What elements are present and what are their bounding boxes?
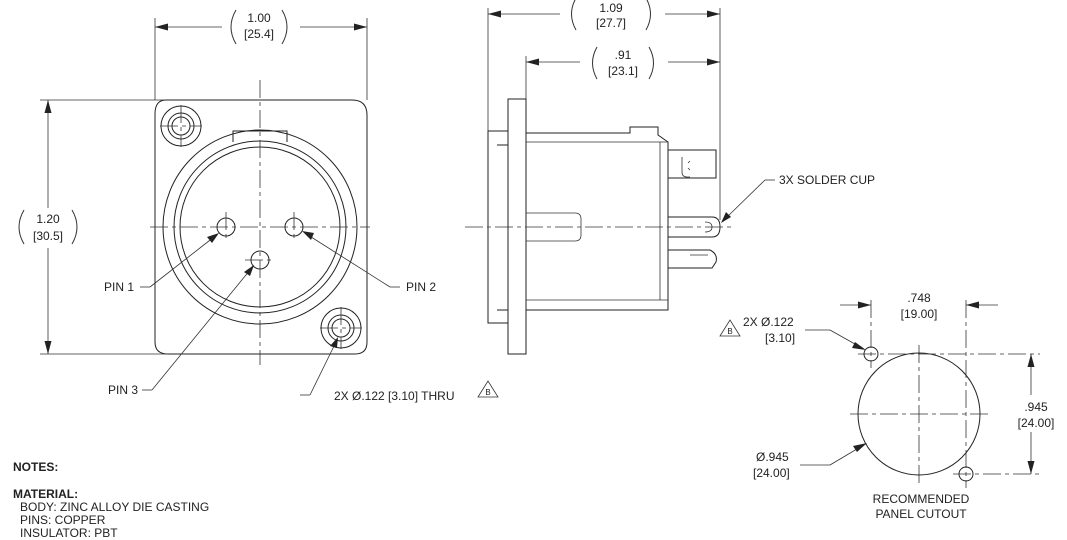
latch-tab xyxy=(232,130,288,142)
side-flange xyxy=(507,98,527,355)
solder-cup-top xyxy=(668,149,717,179)
front-hole-callout: 2X Ø.122 [3.10] THRU xyxy=(334,389,455,403)
front-height-dim-mm: [30.5] xyxy=(33,229,63,243)
solder-cup-bottom xyxy=(668,249,717,269)
pin-1-label: PIN 1 xyxy=(104,280,134,294)
material-heading: MATERIAL: xyxy=(13,487,79,501)
cutout-title-line2: PANEL CUTOUT xyxy=(875,507,967,521)
cutout-vert-dim-mm: [24.00] xyxy=(1018,416,1055,430)
solder-cup-label: 3X SOLDER CUP xyxy=(779,173,875,187)
side-overall-dim-mm: [27.7] xyxy=(596,16,626,30)
cutout-diameter-dim-mm: [24.00] xyxy=(753,466,790,480)
material-pins: PINS: COPPER xyxy=(20,513,106,527)
side-body xyxy=(526,126,669,311)
front-width-dim: 1.00 xyxy=(247,11,271,25)
cutout-diameter-dim: Ø.945 xyxy=(756,450,789,464)
front-flange-outline xyxy=(154,99,368,355)
datum-b-cutout: B xyxy=(727,327,732,336)
side-view: 1.09 [27.7] .91 [23.1] 3X SOLDER CUP xyxy=(465,0,875,355)
cutout-hole-callout: 2X Ø.122 xyxy=(743,315,794,329)
material-body: BODY: ZINC ALLOY DIE CASTING xyxy=(20,500,210,514)
cutout-vert-dim: .945 xyxy=(1024,400,1048,414)
front-view: 1.00 [25.4] 1.20 [30.5] PIN 1 PIN 2 PIN … xyxy=(18,9,499,403)
pin-3-label: PIN 3 xyxy=(108,383,138,397)
side-body-dim: .91 xyxy=(615,48,632,62)
datum-b-front: B xyxy=(485,388,490,397)
front-height-dim: 1.20 xyxy=(36,212,60,226)
material-insulator: INSULATOR: PBT xyxy=(20,526,118,540)
datum-b-triangle-cutout xyxy=(719,319,741,337)
front-width-dim-mm: [25.4] xyxy=(244,27,274,41)
datum-b-triangle-front xyxy=(477,380,499,398)
side-overall-dim: 1.09 xyxy=(599,1,623,15)
pin-2-label: PIN 2 xyxy=(406,280,436,294)
panel-cutout: .748 [19.00] .945 [24.00] B 2X Ø.122 [3.… xyxy=(719,291,1055,521)
notes-block: NOTES: MATERIAL: BODY: ZINC ALLOY DIE CA… xyxy=(13,461,209,540)
cutout-hole-callout-mm: [3.10] xyxy=(765,331,795,345)
cutout-spacing-dim-mm: [19.00] xyxy=(901,307,938,321)
cutout-title-line1: RECOMMENDED xyxy=(873,492,970,506)
cutout-spacing-dim: .748 xyxy=(907,291,931,305)
side-body-dim-mm: [23.1] xyxy=(608,64,638,78)
notes-heading: NOTES: xyxy=(13,460,59,474)
